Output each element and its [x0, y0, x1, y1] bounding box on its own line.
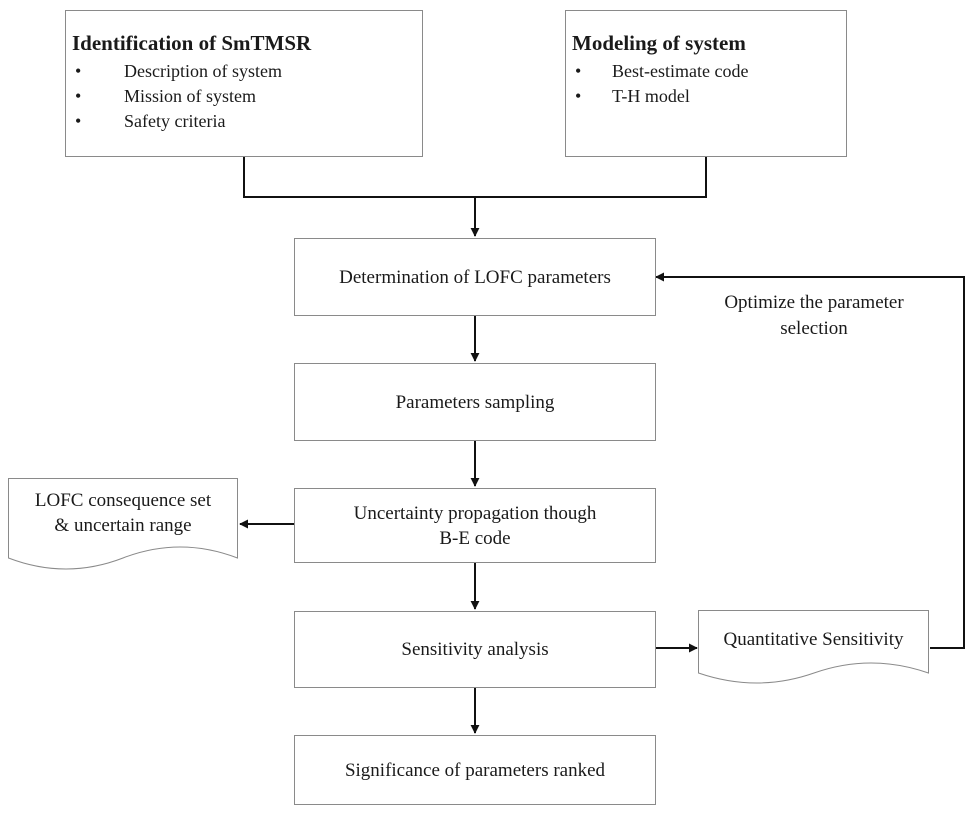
- consequence-document: LOFC consequence set & uncertain range: [8, 478, 238, 570]
- consequence-line1: LOFC consequence set: [34, 490, 212, 511]
- sampling-label: Parameters sampling: [395, 391, 555, 413]
- modeling-item: Best-estimate code: [572, 59, 846, 84]
- modeling-list: Best-estimate code T-H model: [572, 59, 846, 109]
- modeling-item: T-H model: [572, 84, 846, 109]
- propagation-label-line2: B-E code: [439, 527, 511, 549]
- document-shape: [698, 610, 929, 684]
- merge-connector: [243, 157, 707, 198]
- quantitative-document: Quantitative Sensitivity: [698, 610, 929, 686]
- identification-title: Identification of SmTMSR: [72, 31, 312, 55]
- consequence-line2: & uncertain range: [54, 515, 192, 536]
- determination-label: Determination of LOFC parameters: [339, 266, 611, 288]
- feedback-line1: Optimize the parameter: [724, 292, 904, 313]
- identification-item: Description of system: [72, 59, 422, 84]
- feedback-note: Optimize the parameter selection: [690, 290, 938, 342]
- identification-item: Safety criteria: [72, 109, 422, 134]
- document-shape: [8, 478, 238, 570]
- modeling-box: Modeling of system Best-estimate code T-…: [565, 10, 847, 157]
- propagation-label-line1: Uncertainty propagation though: [353, 502, 597, 524]
- modeling-title: Modeling of system: [572, 31, 746, 55]
- ranking-label: Significance of parameters ranked: [344, 759, 606, 781]
- sampling-box: Parameters sampling: [294, 363, 656, 441]
- determination-box: Determination of LOFC parameters: [294, 238, 656, 316]
- feedback-connector: [655, 272, 965, 649]
- identification-item: Mission of system: [72, 84, 422, 109]
- sensitivity-label: Sensitivity analysis: [401, 639, 549, 660]
- feedback-line2: selection: [780, 318, 848, 339]
- sensitivity-box: Sensitivity analysis: [294, 611, 656, 688]
- identification-list: Description of system Mission of system …: [72, 59, 422, 134]
- propagation-box: Uncertainty propagation though B-E code: [294, 488, 656, 563]
- quantitative-label: Quantitative Sensitivity: [723, 629, 904, 650]
- identification-box: Identification of SmTMSR Description of …: [65, 10, 423, 157]
- ranking-box: Significance of parameters ranked: [294, 735, 656, 805]
